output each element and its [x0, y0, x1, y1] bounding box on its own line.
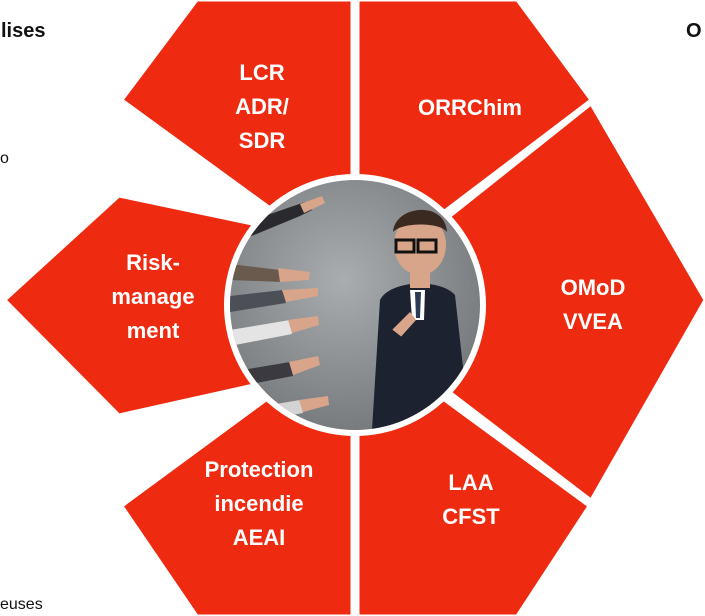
- segment-label-left: Risk-manage ment: [111, 250, 194, 343]
- cropped-heading-left: lises: [1, 20, 46, 42]
- segment-label-line: LAA: [448, 470, 493, 495]
- segment-label-line: ORRChim: [418, 95, 522, 120]
- segment-label-line: ment: [127, 318, 180, 343]
- segment-label-line: SDR: [239, 128, 286, 153]
- segment-label-line: Protection: [205, 457, 314, 482]
- segment-label-right: OMoD VVEA: [561, 275, 626, 334]
- segment-label-line: OMoD: [561, 275, 626, 300]
- segment-label-line: incendie: [214, 491, 303, 516]
- segment-label-line: Risk-: [126, 250, 180, 275]
- segment-label-line: VVEA: [563, 309, 623, 334]
- segment-label-line: AEAI: [233, 525, 286, 550]
- segment-label-line: CFST: [442, 504, 500, 529]
- cropped-heading-right: O: [686, 20, 702, 42]
- segment-label-bottom-right: LAA CFST: [442, 470, 500, 529]
- segment-label-top-right: ORRChim: [418, 95, 522, 120]
- segment-label-line: manage: [111, 284, 194, 309]
- segment-label-line: ADR/: [235, 94, 289, 119]
- segment-left: [2, 194, 278, 417]
- segment-label-top-left: LCR ADR/SDR: [235, 60, 289, 153]
- segment-top-right: [356, 0, 594, 224]
- segment-label-line: LCR: [239, 60, 284, 85]
- center-photo: [224, 174, 486, 436]
- cropped-text-bottom-left: euses: [0, 596, 43, 613]
- cropped-text-left: o: [0, 150, 9, 167]
